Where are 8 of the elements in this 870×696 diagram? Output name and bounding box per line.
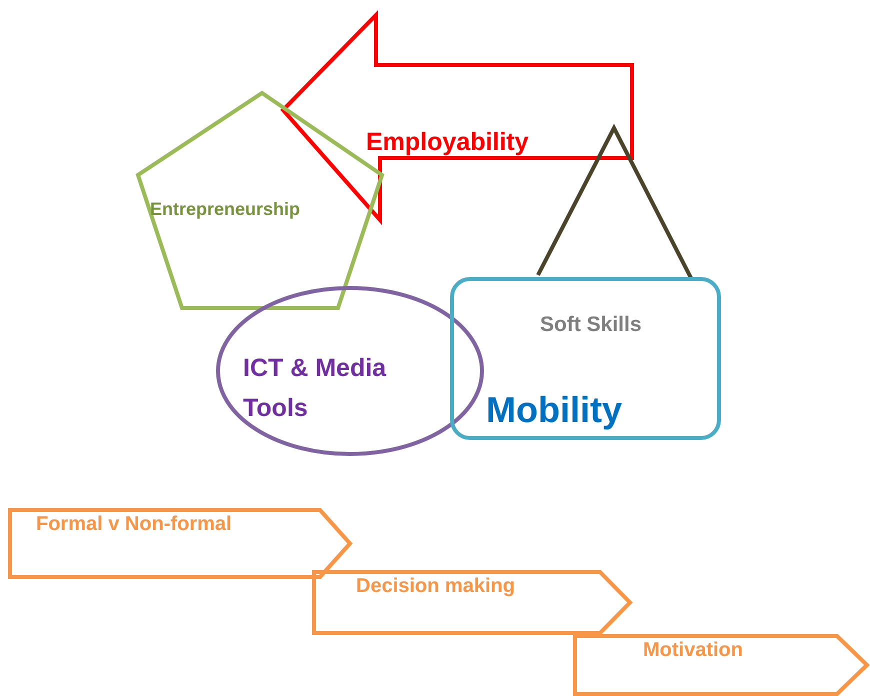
shape-label: Employability	[366, 127, 529, 158]
shape-label: Entrepreneurship	[150, 198, 300, 220]
shape-label: Formal v Non-formal	[36, 512, 232, 537]
shape-label: ICT & Media Tools	[243, 353, 388, 424]
shape-label: Soft Skills	[540, 312, 642, 338]
shape-label: Motivation	[643, 638, 743, 663]
shape-label: Decision making	[356, 574, 515, 599]
shape-label: Mobility	[486, 388, 622, 432]
